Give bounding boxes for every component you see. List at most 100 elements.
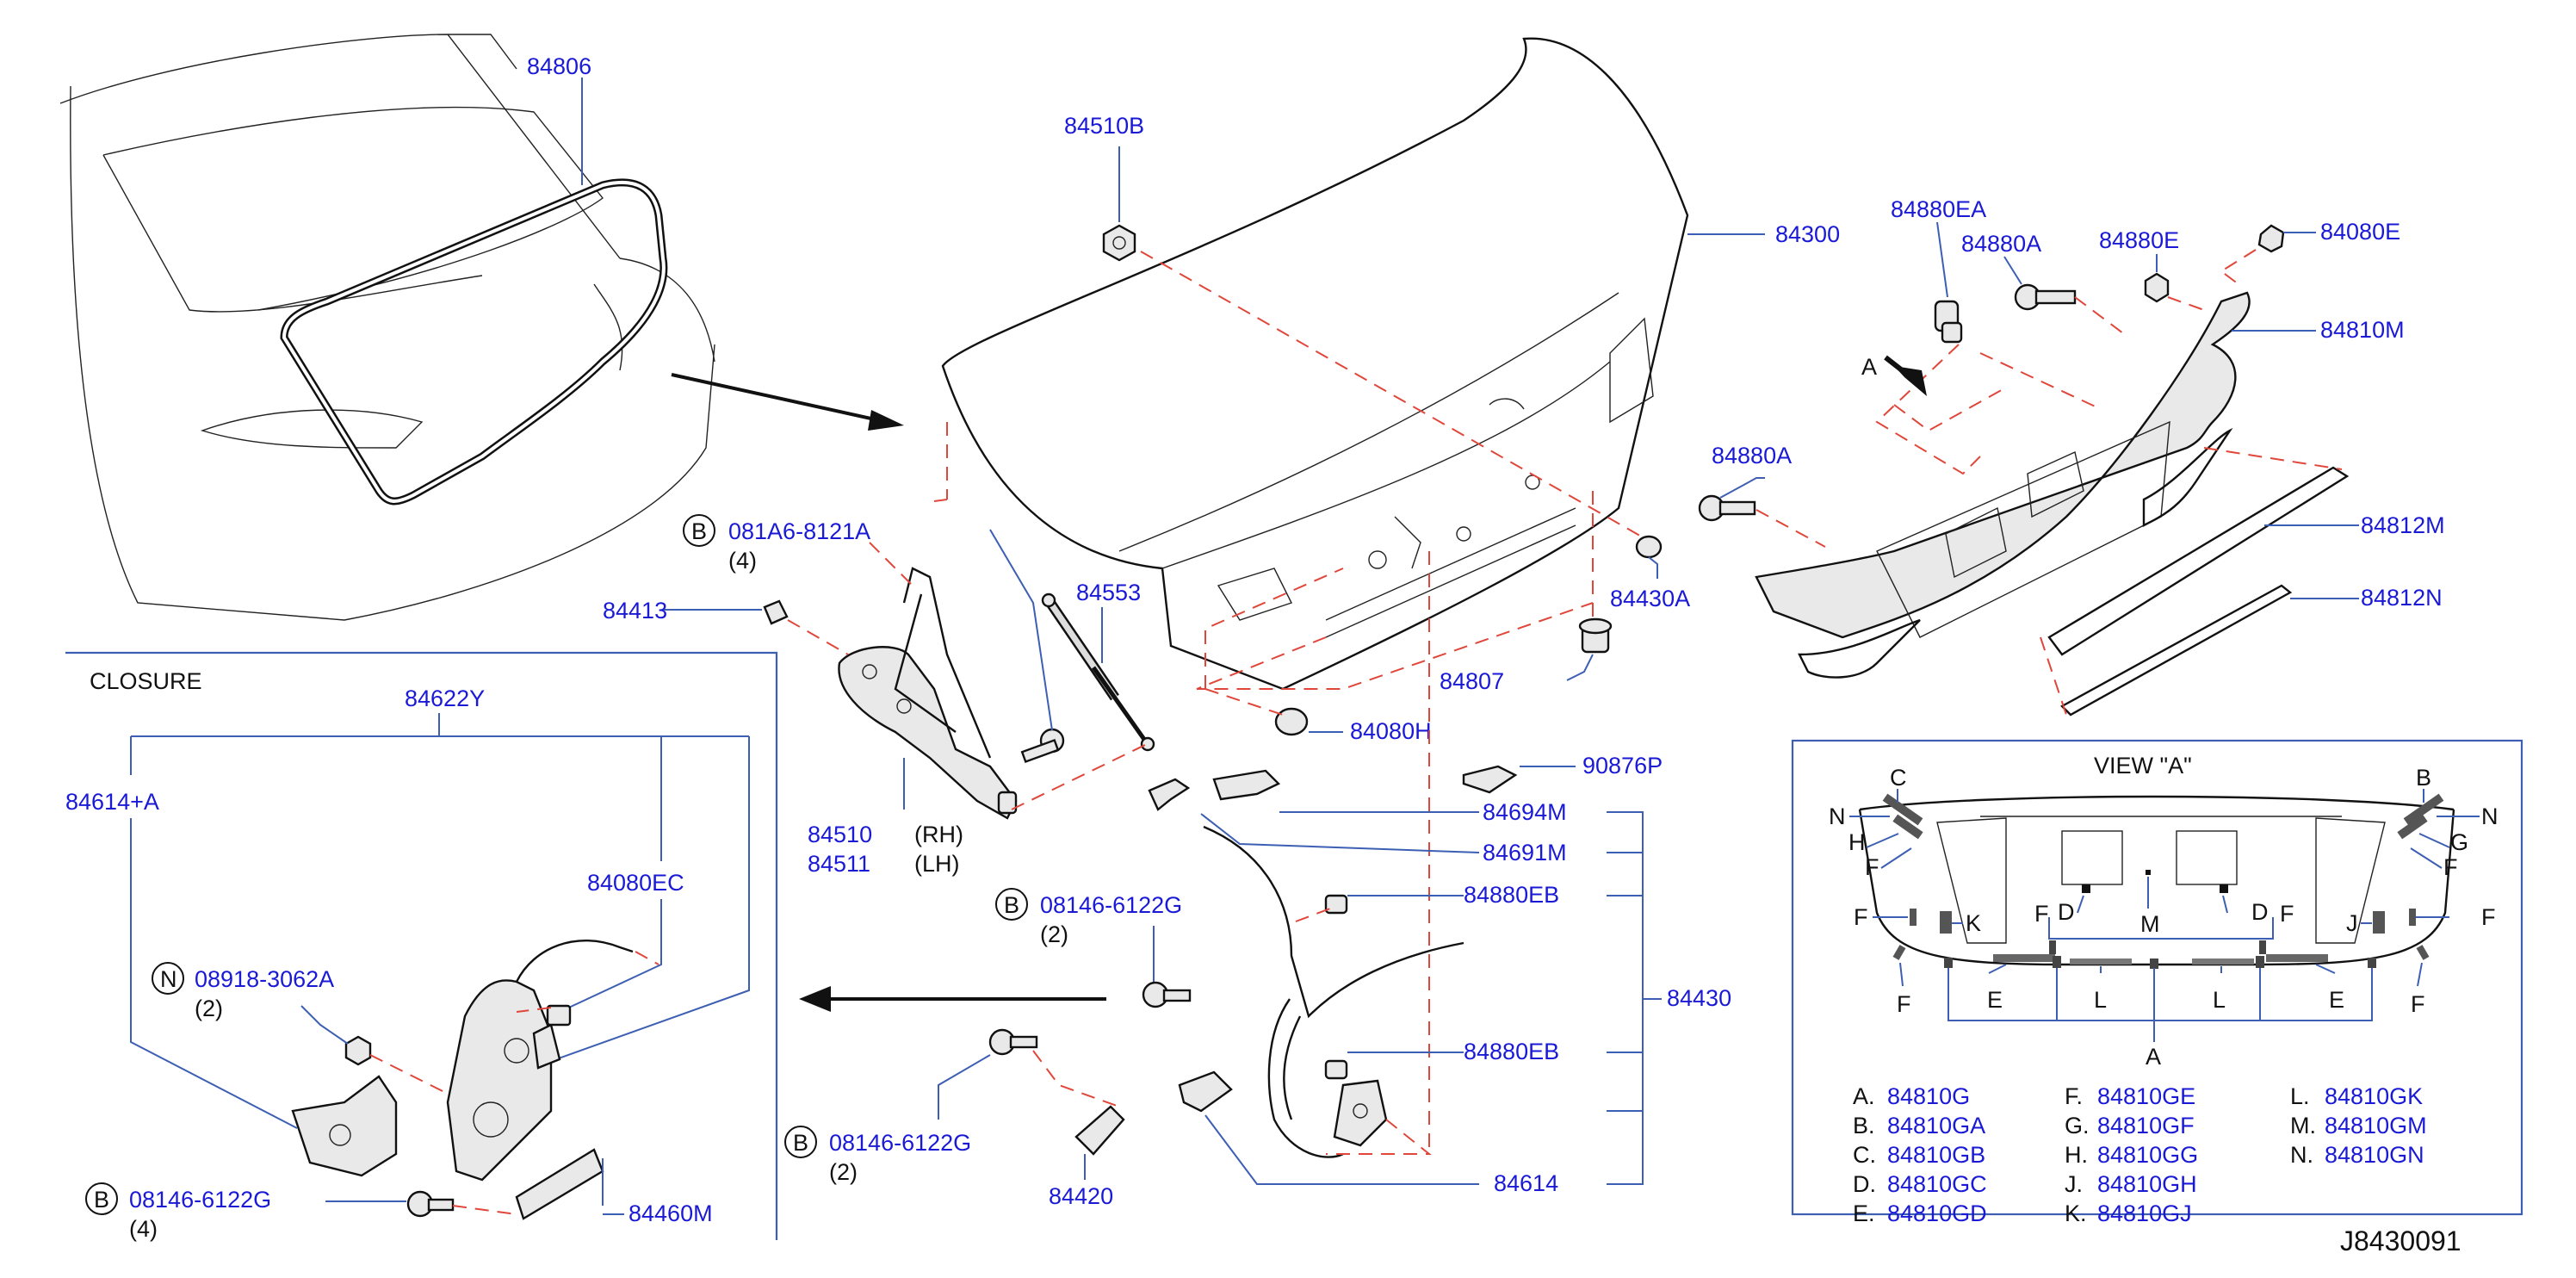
label-84553: 84553	[1076, 580, 1141, 605]
qty-08146-6122G-3: (4)	[129, 1216, 158, 1242]
legend-part: 84810GM	[2325, 1113, 2427, 1138]
legend-key: B.	[1853, 1113, 1875, 1138]
bolt-icon-b3	[988, 1028, 1038, 1056]
label-84880A-mid: 84880A	[1712, 443, 1792, 468]
view-letter-a: A	[2146, 1044, 2161, 1070]
clip-icon-84880EA	[1934, 300, 1963, 344]
legend-key: L.	[2290, 1083, 2310, 1109]
view-letter-c: C	[1890, 765, 1907, 791]
label-84420: 84420	[1049, 1183, 1113, 1209]
label-84880EB-1: 84880EB	[1464, 882, 1559, 908]
label-84510: 84510	[808, 822, 872, 847]
nut-icon	[1102, 224, 1136, 262]
label-84807: 84807	[1440, 668, 1504, 694]
label-84880EB-2: 84880EB	[1464, 1039, 1559, 1064]
label-84880A-top: 84880A	[1961, 231, 2041, 257]
circle-b-4	[85, 1182, 118, 1215]
view-letter-l-2: L	[2213, 987, 2226, 1013]
hinge-assembly	[838, 567, 1018, 820]
qty-08146-6122G-1: (2)	[1040, 921, 1068, 947]
label-08146-6122G-1: 08146-6122G	[1040, 892, 1182, 918]
clip-icon-84880EB-1	[1324, 894, 1348, 915]
view-letter-f-6: F	[2280, 901, 2294, 927]
label-081A6-8121A: 081A6-8121A	[728, 518, 870, 544]
label-84080E: 84080E	[2320, 219, 2400, 245]
arrow-left-icon	[799, 986, 831, 1012]
legend-key: H.	[2065, 1142, 2088, 1168]
label-84812N: 84812N	[2361, 585, 2443, 611]
circle-b-4-letter: B	[94, 1187, 109, 1213]
label-84460M: 84460M	[629, 1200, 713, 1226]
legend-part: 84810GD	[1887, 1200, 1987, 1226]
view-a-panel	[1858, 795, 2455, 966]
view-letter-k: K	[1966, 910, 1981, 936]
plug-icon	[1274, 707, 1309, 736]
label-84622Y: 84622Y	[405, 686, 485, 711]
legend-part: 84810GJ	[2097, 1200, 2192, 1226]
legend-key: N.	[2290, 1142, 2313, 1168]
legend-part: 84810GC	[1887, 1171, 1987, 1197]
legend-key: D.	[1853, 1171, 1876, 1197]
view-a-title: VIEW "A"	[2094, 753, 2192, 779]
actuator-cable	[515, 940, 634, 983]
trunk-finisher-panel	[1755, 291, 2251, 679]
legend-key: J.	[2065, 1171, 2083, 1197]
connector-icon	[546, 1004, 572, 1027]
view-letter-h: H	[1848, 829, 1866, 855]
circle-n-1-letter: N	[160, 966, 177, 992]
label-84614: 84614	[1494, 1170, 1558, 1196]
legend-key: A.	[1853, 1083, 1875, 1109]
legend-key: E.	[1853, 1200, 1875, 1226]
view-letter-f-5: F	[2034, 901, 2049, 927]
legend-key: C.	[1853, 1142, 1876, 1168]
label-84691M: 84691M	[1483, 840, 1567, 865]
label-90876P: 90876P	[1582, 753, 1663, 779]
nut-icon-closure	[344, 1035, 372, 1066]
clip-icon-84880EB-2	[1324, 1059, 1348, 1080]
opener-handle	[1148, 769, 1281, 811]
label-08146-6122G-3: 08146-6122G	[129, 1187, 271, 1213]
label-84080H: 84080H	[1350, 718, 1432, 744]
garnish-strip	[2060, 584, 2293, 717]
closure-frame	[65, 651, 778, 1240]
legend-key: M.	[2290, 1113, 2316, 1138]
label-84510B: 84510B	[1064, 113, 1144, 139]
view-letter-l-1: L	[2094, 987, 2107, 1013]
view-letter-e-1: E	[1987, 987, 2003, 1013]
legend-part: 84810GG	[2097, 1142, 2198, 1168]
label-84430: 84430	[1667, 985, 1731, 1011]
label-84080EC: 84080EC	[587, 870, 684, 896]
label-84300: 84300	[1775, 221, 1840, 247]
view-letter-d-2: D	[2251, 899, 2269, 925]
diagram-id: J8430091	[2340, 1225, 2461, 1256]
view-letter-f-8: F	[2411, 991, 2425, 1017]
label-84614A: 84614+A	[65, 789, 159, 815]
circle-b-1-letter: B	[691, 518, 707, 544]
closure-title: CLOSURE	[90, 668, 202, 694]
view-a-hatched-marks	[1882, 793, 2444, 969]
release-cable	[1203, 825, 1464, 1019]
grommet-icon	[1635, 535, 1663, 559]
latch-actuator	[446, 979, 561, 1182]
label-84694M: 84694M	[1483, 799, 1567, 825]
nut-icon-84880E	[2144, 272, 2170, 303]
qty-08918-3062A: (2)	[195, 996, 223, 1021]
weatherstrip-seal	[280, 178, 668, 506]
circle-b-3	[784, 1126, 817, 1158]
legend-part: 84810GA	[1887, 1113, 1985, 1138]
view-letter-f-3: F	[1854, 904, 1868, 930]
gas-strut	[1041, 592, 1155, 752]
qty-08146-6122G-2: (2)	[829, 1159, 858, 1185]
screw-icon-84880A-mid	[1698, 494, 1756, 522]
bolt-icon-b4	[406, 1190, 455, 1218]
view-letter-f-2: F	[2443, 854, 2458, 880]
nut-icon-84080E	[2257, 224, 2285, 253]
label-84806: 84806	[527, 53, 591, 79]
latch-bracket-84420	[1074, 1105, 1125, 1156]
view-letter-d-1: D	[2058, 899, 2075, 925]
view-letter-n-right: N	[2481, 803, 2499, 829]
trunk-latch	[1333, 1079, 1388, 1147]
view-letter-m: M	[2140, 911, 2160, 937]
legend-key: K.	[2065, 1200, 2087, 1226]
